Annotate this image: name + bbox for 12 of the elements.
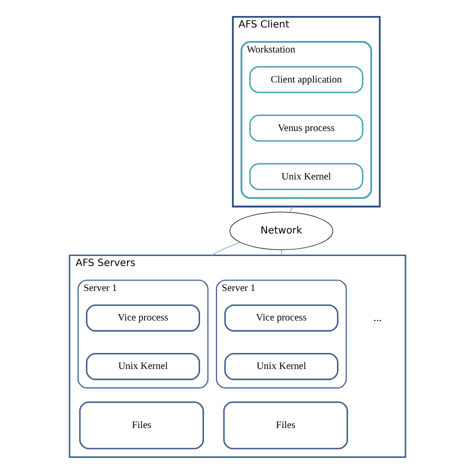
node-box: Vice process	[85, 304, 200, 332]
node-box: Unix Kernel	[224, 353, 338, 380]
node-box: Vice process	[224, 304, 338, 332]
node-box: Unix Kernel	[248, 163, 363, 190]
node-box: Client application	[248, 66, 363, 94]
label: ...	[372, 312, 382, 324]
node-box: Files	[78, 402, 204, 450]
node-box: Venus process	[248, 114, 363, 142]
node-box: Files	[222, 402, 348, 450]
connector	[288, 206, 292, 213]
node-ellipse: Network	[228, 212, 333, 250]
node-box: Unix Kernel	[85, 353, 200, 380]
